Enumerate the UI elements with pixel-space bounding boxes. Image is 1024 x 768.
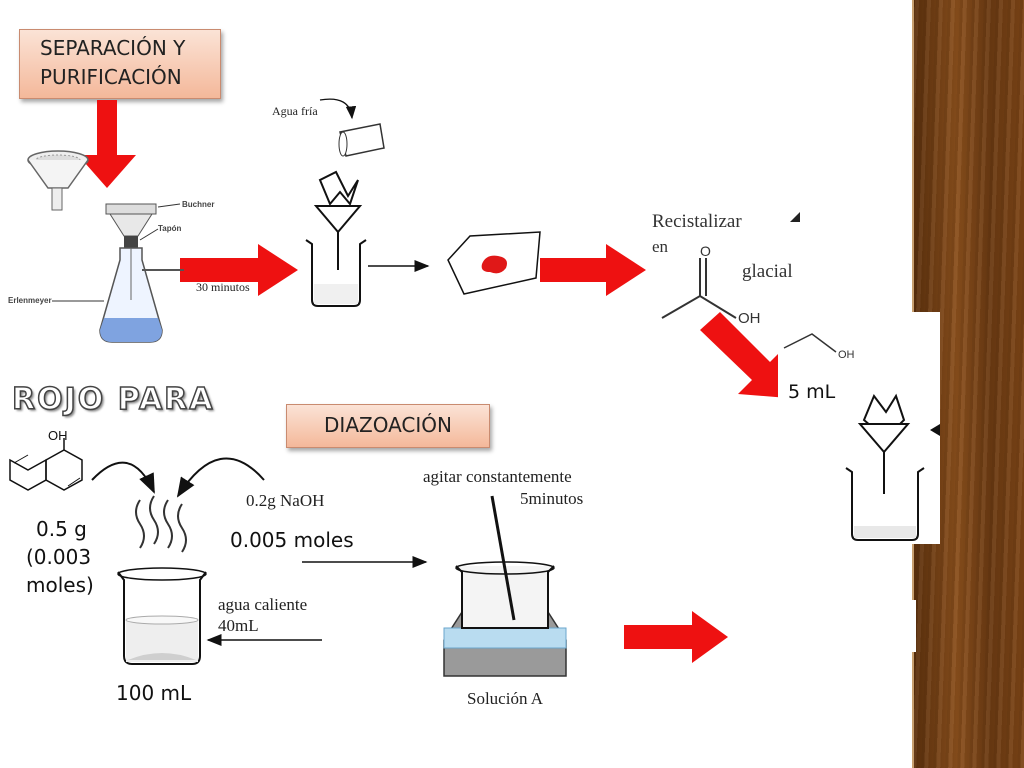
diazoacion-tag: DIAZOACIÓN [286, 404, 490, 448]
red-arrow-diagonal [700, 312, 788, 398]
funnel-icon [27, 150, 89, 211]
ml100-label: 100 mL [116, 681, 192, 705]
recristalizar-label: Recistalizar [652, 211, 742, 232]
acetic-acid-structure-icon [661, 212, 800, 319]
filter-paper-icon [447, 231, 541, 295]
agitar-label-2: 5minutos [520, 489, 583, 508]
pouring-cup-icon [338, 123, 385, 157]
red-arrow-down [78, 100, 136, 188]
curved-arrow-agua-fria [319, 98, 357, 120]
beaker-with-filter-icon [845, 393, 940, 541]
moles-label-2: moles) [26, 573, 94, 597]
hot-beaker-icon [117, 495, 207, 665]
red-arrow-right-1 [180, 244, 298, 296]
ice-bath-beaker-icon [443, 495, 567, 677]
tapon-label: Tapón [158, 224, 182, 233]
solucion-a-label: Solución A [467, 689, 544, 708]
oh-ethanol-label: OH [838, 349, 855, 361]
ethanol-structure-icon [783, 333, 837, 353]
mass-label: 0.5 g [36, 517, 87, 541]
naoh-label: 0.2g NaOH [246, 491, 324, 510]
oxygen-label: O [700, 243, 711, 259]
moles005-label: 0.005 moles [230, 528, 354, 552]
rojo-para-title: ROJO PARA [11, 381, 215, 418]
agua-caliente-label-2: 40mL [218, 616, 259, 635]
oh-naphthol-label: OH [48, 428, 68, 443]
red-arrow-right-3 [624, 611, 728, 663]
curved-arrow-naphthol [91, 461, 155, 494]
naphthol-structure-icon [9, 438, 83, 491]
minutos30-label: 30 minutos [196, 280, 250, 294]
glacial-label: glacial [742, 261, 793, 282]
agua-fria-label: Agua fría [272, 104, 318, 118]
right-panel [778, 312, 940, 544]
right-panel-lower [778, 600, 916, 652]
agua-caliente-label-1: agua caliente [218, 595, 307, 614]
separacion-tag: SEPARACIÓN Y PURIFICACIÓN [19, 29, 221, 99]
red-arrow-right-2 [540, 244, 646, 296]
ml5-label: 5 mL [788, 381, 836, 403]
moles-label-1: (0.003 [26, 545, 91, 569]
beaker-with-filter-icon [305, 170, 367, 307]
oh-acetic-label: OH [738, 310, 761, 327]
curved-arrow-naoh [176, 457, 265, 498]
buchner-flask-icon [52, 203, 184, 343]
erlenmeyer-label: Erlenmeyer [8, 296, 52, 305]
agitar-label-1: agitar constantemente [423, 467, 572, 486]
buchner-label: Buchner [182, 200, 214, 209]
en-label: en [652, 237, 669, 256]
